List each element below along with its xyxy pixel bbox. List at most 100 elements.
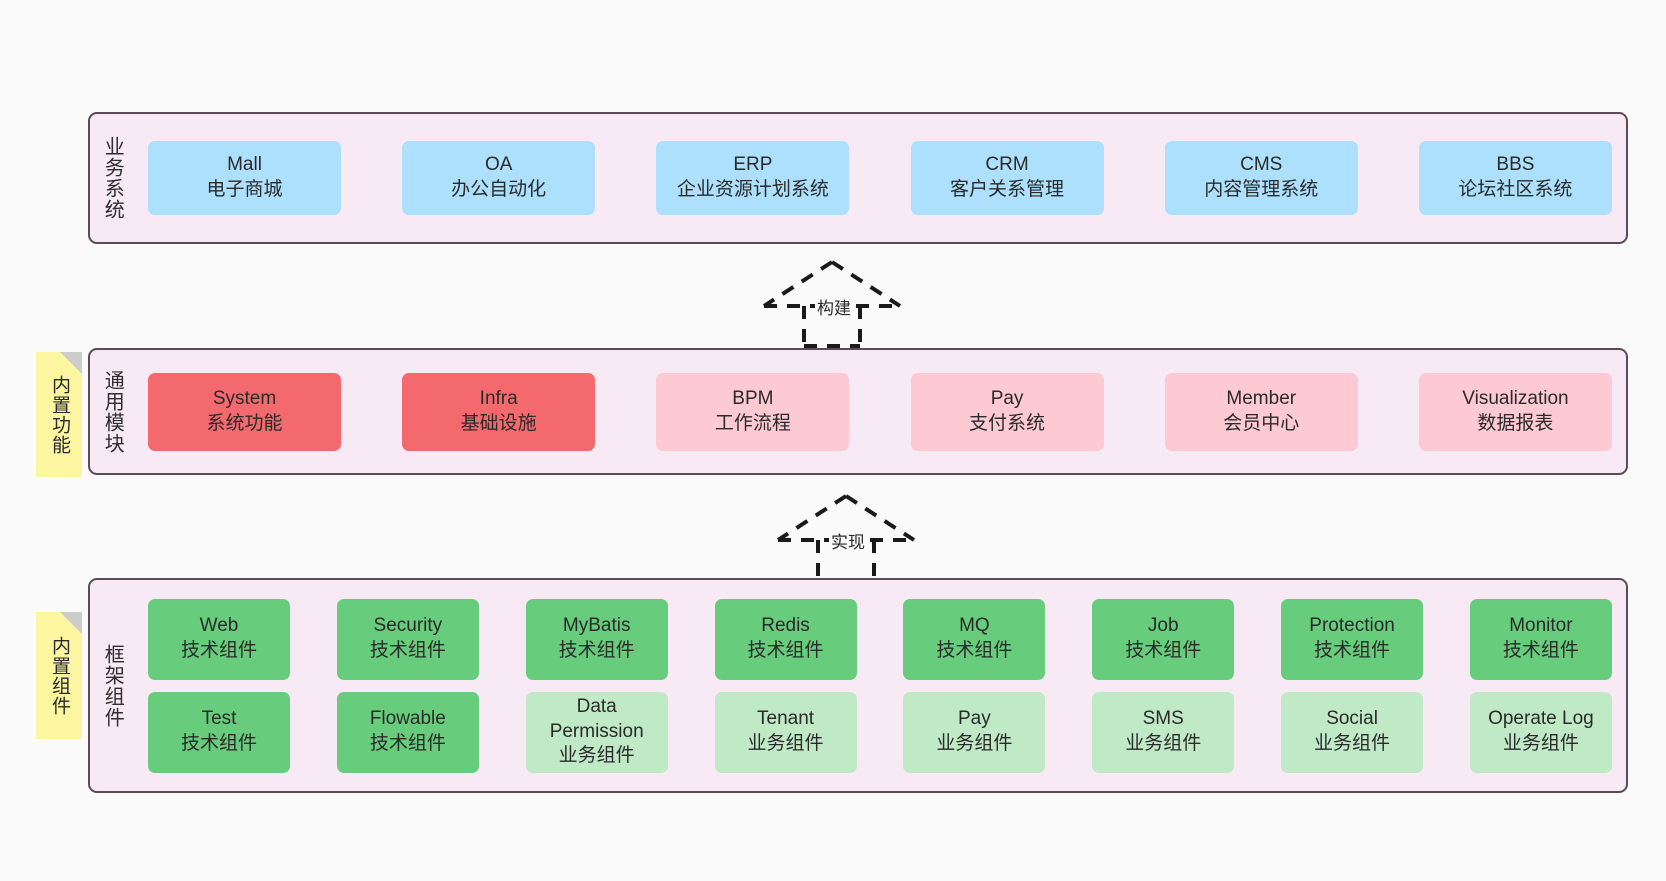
- node-mq[interactable]: MQ 技术组件: [903, 598, 1046, 680]
- node-subtitle: 会员中心: [1223, 412, 1300, 434]
- node-subtitle: 企业资源计划系统: [676, 179, 829, 200]
- node-title: Member: [1226, 387, 1297, 409]
- node-title: Tenant: [757, 708, 815, 730]
- node-row: System 系统功能 Infra 基础设施 BPM 工作流程 Pay 支付系统…: [148, 372, 1612, 451]
- node-subtitle: 内容管理系统: [1204, 179, 1319, 200]
- node-subtitle: 技术组件: [369, 733, 446, 754]
- node-title: OA: [484, 154, 513, 176]
- node-title: Infra: [479, 387, 518, 409]
- node-visualization[interactable]: Visualization 数据报表: [1418, 372, 1612, 451]
- node-subtitle: 技术组件: [180, 640, 257, 661]
- node-row: Web 技术组件 Security 技术组件 MyBatis 技术组件 Redi…: [148, 598, 1612, 680]
- connector-build: 构建: [752, 258, 912, 348]
- node-bbs[interactable]: BBS 论坛社区系统: [1418, 141, 1612, 215]
- sticky-note-builtin-functions: 内置功能: [36, 352, 82, 477]
- node-title: Mall: [227, 154, 262, 176]
- layer-business-systems: 业务系统 Mall 电子商城 OA 办公自动化 ERP 企业资源计划系统 CRM…: [88, 112, 1628, 244]
- node-subtitle: 业务组件: [1502, 733, 1579, 754]
- layer-title-business-systems: 业务系统: [101, 136, 124, 220]
- node-pay-module[interactable]: Pay 支付系统: [910, 372, 1104, 451]
- node-subtitle: 客户关系管理: [950, 179, 1065, 200]
- node-protection[interactable]: Protection 技术组件: [1281, 598, 1424, 680]
- node-system[interactable]: System 系统功能: [148, 372, 341, 451]
- node-subtitle: 办公自动化: [451, 179, 547, 200]
- node-title: Pay: [958, 708, 991, 730]
- node-title: MQ: [959, 615, 990, 637]
- node-social[interactable]: Social 业务组件: [1281, 691, 1424, 773]
- node-infra[interactable]: Infra 基础设施: [402, 372, 596, 451]
- node-subtitle: 支付系统: [969, 412, 1046, 434]
- node-title: Flowable: [369, 708, 446, 730]
- node-title: Security: [373, 615, 443, 637]
- node-subtitle: 业务组件: [747, 733, 824, 754]
- node-title: Social: [1326, 708, 1378, 730]
- node-subtitle: 技术组件: [369, 640, 446, 661]
- node-title: Test: [201, 708, 237, 730]
- node-data-permission[interactable]: Data Permission 业务组件: [525, 691, 668, 773]
- node-title: ERP: [733, 154, 773, 176]
- node-mall[interactable]: Mall 电子商城: [148, 141, 341, 215]
- node-title: Monitor: [1509, 615, 1573, 637]
- node-subtitle: 业务组件: [558, 745, 635, 767]
- node-title: Job: [1147, 615, 1179, 637]
- sticky-note-builtin-components: 内置组件: [36, 612, 82, 739]
- node-row: Mall 电子商城 OA 办公自动化 ERP 企业资源计划系统 CRM 客户关系…: [148, 141, 1612, 215]
- node-subtitle: 业务组件: [1314, 733, 1391, 754]
- node-erp[interactable]: ERP 企业资源计划系统: [656, 141, 850, 215]
- layer-title-framework-components: 框架组件: [101, 643, 124, 728]
- node-subtitle: 业务组件: [936, 733, 1013, 754]
- node-title: BPM: [732, 387, 774, 409]
- node-title: Visualization: [1462, 387, 1569, 409]
- node-subtitle: 技术组件: [936, 640, 1013, 661]
- node-title: Pay: [990, 387, 1024, 409]
- node-title: Protection: [1309, 615, 1395, 637]
- node-title: CRM: [985, 154, 1029, 176]
- node-oa[interactable]: OA 办公自动化: [402, 141, 596, 215]
- node-subtitle: 电子商城: [206, 179, 283, 200]
- layer-body-framework-components: Web 技术组件 Security 技术组件 MyBatis 技术组件 Redi…: [134, 580, 1626, 791]
- node-operate-log[interactable]: Operate Log 业务组件: [1469, 691, 1612, 773]
- node-title: Data Permission: [549, 695, 644, 742]
- node-mybatis[interactable]: MyBatis 技术组件: [525, 598, 668, 680]
- node-sms[interactable]: SMS 业务组件: [1092, 691, 1235, 773]
- node-subtitle: 论坛社区系统: [1458, 179, 1573, 200]
- node-test[interactable]: Test 技术组件: [148, 691, 290, 773]
- node-subtitle: 技术组件: [558, 640, 635, 661]
- connector-implement-label: 实现: [829, 528, 867, 553]
- node-monitor[interactable]: Monitor 技术组件: [1469, 598, 1612, 680]
- node-title: SMS: [1142, 708, 1184, 730]
- node-web[interactable]: Web 技术组件: [148, 598, 290, 680]
- node-bpm[interactable]: BPM 工作流程: [656, 372, 850, 451]
- node-cms[interactable]: CMS 内容管理系统: [1164, 141, 1358, 215]
- layer-title-common-modules: 通用模块: [101, 369, 124, 454]
- node-subtitle: 技术组件: [1125, 640, 1202, 661]
- node-subtitle: 工作流程: [714, 412, 791, 434]
- node-title: MyBatis: [562, 615, 631, 637]
- node-flowable[interactable]: Flowable 技术组件: [336, 691, 479, 773]
- node-member[interactable]: Member 会员中心: [1164, 372, 1358, 451]
- node-subtitle: 技术组件: [747, 640, 824, 661]
- layer-common-modules: 通用模块 System 系统功能 Infra 基础设施 BPM 工作流程 Pay…: [88, 348, 1628, 475]
- layer-body-common-modules: System 系统功能 Infra 基础设施 BPM 工作流程 Pay 支付系统…: [134, 350, 1626, 473]
- node-redis[interactable]: Redis 技术组件: [714, 598, 857, 680]
- node-subtitle: 业务组件: [1125, 733, 1202, 754]
- node-title: System: [212, 387, 277, 409]
- node-security[interactable]: Security 技术组件: [336, 598, 479, 680]
- node-title: CMS: [1240, 154, 1283, 176]
- connector-build-label: 构建: [815, 294, 853, 319]
- node-subtitle: 系统功能: [206, 412, 283, 434]
- node-subtitle: 数据报表: [1477, 412, 1554, 434]
- node-subtitle: 技术组件: [1314, 640, 1391, 661]
- node-tenant[interactable]: Tenant 业务组件: [714, 691, 857, 773]
- node-title: Web: [199, 615, 239, 637]
- node-pay-component[interactable]: Pay 业务组件: [903, 691, 1046, 773]
- node-title: BBS: [1496, 154, 1535, 176]
- node-job[interactable]: Job 技术组件: [1092, 598, 1235, 680]
- node-crm[interactable]: CRM 客户关系管理: [910, 141, 1104, 215]
- sticky-note-label: 内置组件: [49, 635, 71, 716]
- node-title: Operate Log: [1488, 708, 1594, 730]
- node-subtitle: 技术组件: [1502, 640, 1579, 661]
- node-subtitle: 基础设施: [460, 412, 537, 434]
- sticky-note-label: 内置功能: [49, 374, 71, 455]
